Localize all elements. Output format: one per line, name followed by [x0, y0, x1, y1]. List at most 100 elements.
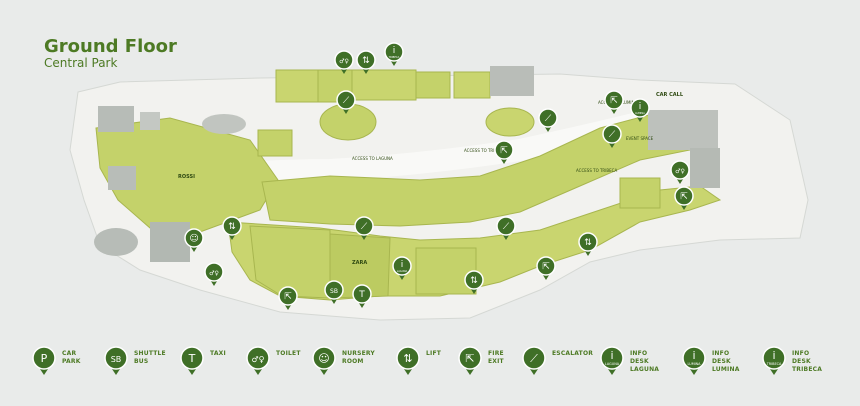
map-pin-fire-exit-icon[interactable]: ⇱	[278, 286, 298, 310]
toilet-icon: ♂♀	[339, 58, 349, 65]
lift-icon: ⇅	[584, 238, 592, 248]
shop-block	[453, 71, 491, 99]
fire-exit-icon: ⇱	[542, 262, 550, 272]
svg-text:i: i	[692, 349, 695, 362]
map-pin-fire-exit-icon[interactable]: ⇱	[494, 140, 514, 164]
shop-round	[485, 107, 535, 137]
svg-text:⇱: ⇱	[465, 352, 474, 365]
map-pin-escalator-icon[interactable]: ⟋	[336, 90, 356, 114]
building-block	[98, 106, 134, 132]
svg-text:♂♀: ♂♀	[251, 355, 264, 364]
svg-text:T: T	[188, 352, 196, 365]
lift-icon: ⇅	[362, 56, 370, 66]
map-subtitle: Central Park	[44, 56, 118, 70]
taxi-icon: T	[358, 290, 365, 300]
fire-exit-icon: ⇱	[458, 346, 482, 375]
building-block	[94, 228, 138, 256]
info-icon: i	[401, 260, 404, 270]
shuttle-bus-icon: SB	[104, 346, 128, 375]
map-pin-fire-exit-icon[interactable]: ⇱	[536, 256, 556, 280]
lift-icon: ⇅	[228, 222, 236, 232]
fire-exit-icon: ⇱	[500, 146, 508, 156]
label-access-laguna: ACCESS TO LAGUNA	[352, 156, 393, 161]
building-block	[202, 114, 246, 134]
label-rossi: ROSSI	[178, 174, 195, 180]
svg-text:⇅: ⇅	[403, 352, 412, 365]
map-pin-escalator-icon[interactable]: ⟋	[354, 216, 374, 240]
building-block	[690, 148, 720, 188]
building-block	[150, 222, 190, 262]
toilet-icon: ♂♀	[246, 346, 270, 375]
map-pin-fire-exit-icon[interactable]: ⇱	[674, 186, 694, 210]
pin-sublabel: TRIBECA	[389, 55, 400, 59]
map-pin-lift-icon[interactable]: ⇅	[356, 50, 376, 74]
shop-block	[257, 129, 293, 157]
info-icon: i	[393, 46, 396, 56]
legend-label: LIFT	[426, 350, 442, 357]
shuttle-bus-icon: SB	[330, 288, 338, 295]
map-pin-lift-icon[interactable]: ⇅	[464, 270, 484, 294]
map-legend: P CAR PARK SB SHUTTLE BUS T TAXI ♂♀ TOILET ☺ NURS…	[0, 338, 860, 398]
svg-text:LAGUNA: LAGUNA	[605, 362, 620, 366]
legend-label: NURSERY ROOM	[342, 350, 375, 365]
toilet-icon: ♂♀	[675, 168, 685, 175]
escalator-icon: ⟋	[343, 96, 350, 106]
map-pin-escalator-icon[interactable]: ⟋	[538, 108, 558, 132]
escalator-icon: ⟋	[522, 346, 546, 375]
escalator-icon: ⟋	[609, 130, 616, 140]
legend-label: INFO DESK LAGUNA	[630, 350, 660, 373]
pin-sublabel: LUMINA	[635, 111, 645, 115]
map-title: Ground Floor	[44, 36, 177, 57]
shop-block	[351, 69, 417, 101]
map-pin-toilet-icon[interactable]: ♂♀	[334, 50, 354, 74]
pin-sublabel: LAGUNA	[397, 269, 408, 273]
svg-text:i: i	[610, 349, 613, 362]
fire-exit-icon: ⇱	[284, 292, 292, 302]
shop-block	[415, 247, 477, 295]
escalator-icon: ⟋	[503, 222, 510, 232]
map-pin-lift-icon[interactable]: ⇅	[578, 232, 598, 256]
map-pin-toilet-icon[interactable]: ♂♀	[670, 160, 690, 184]
label-car-call: CAR CALL	[656, 92, 684, 98]
nursery-icon: ☺	[189, 233, 198, 244]
svg-text:LUMINA: LUMINA	[688, 362, 702, 366]
building-block	[108, 166, 136, 190]
legend-label: INFO DESK TRIBECA	[792, 350, 823, 373]
lift-icon: ⇅	[396, 346, 420, 375]
shop-block	[619, 177, 661, 209]
shop-block	[275, 69, 319, 103]
map-pin-toilet-icon[interactable]: ♂♀	[204, 262, 224, 286]
label-event-space: EVENT SPACE	[626, 136, 654, 141]
escalator-icon: ⟋	[545, 114, 552, 124]
building-block	[490, 66, 534, 96]
car-park-icon: P	[32, 346, 56, 375]
map-pin-shuttle-bus-icon[interactable]: SB	[324, 280, 344, 304]
legend-label: TOILET	[276, 350, 301, 357]
map-pin-lift-icon[interactable]: ⇅	[222, 216, 242, 240]
map-pin-escalator-icon[interactable]: ⟋	[602, 124, 622, 148]
store-laguna-side	[249, 225, 331, 299]
legend-label: ESCALATOR	[552, 350, 594, 357]
floor-plan-map[interactable]: ROSSI ZARA ACCESS TO LAGUNA ACCESS TO TR…	[0, 0, 860, 330]
svg-text:SB: SB	[111, 355, 122, 364]
map-pin-fire-exit-icon[interactable]: ⇱	[604, 90, 624, 114]
legend-label: TAXI	[210, 350, 226, 357]
label-access-tribeca: ACCESS TO TRIBECA	[464, 148, 505, 153]
legend-label: INFO DESK LUMINA	[712, 350, 740, 373]
label-access-tribeca-2: ACCESS TO TRIBECA	[576, 168, 617, 173]
nursery-icon: ☺	[312, 346, 336, 375]
building-block	[648, 110, 718, 150]
lift-icon: ⇅	[470, 276, 478, 286]
legend-label: SHUTTLE BUS	[134, 350, 166, 365]
taxi-icon: T	[180, 346, 204, 375]
map-pin-escalator-icon[interactable]: ⟋	[496, 216, 516, 240]
legend-label: CAR PARK	[62, 350, 81, 365]
map-pin-taxi-icon[interactable]: T	[352, 284, 372, 308]
map-pin-nursery-icon[interactable]: ☺	[184, 228, 204, 252]
